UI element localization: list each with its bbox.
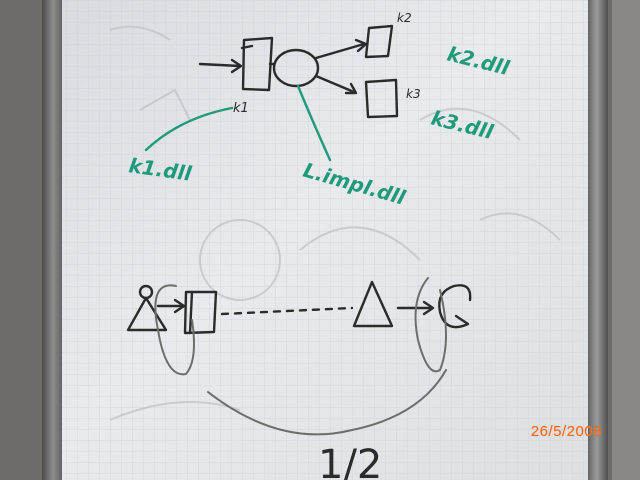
label-k2: k2	[397, 11, 412, 25]
flipchart-frame-right	[586, 0, 608, 480]
label-k3: k3	[406, 87, 421, 101]
page-number: 1/2	[318, 442, 382, 480]
label-k1: k1	[233, 101, 249, 116]
upper-diagram-labels: k1 k2 k3	[233, 11, 421, 116]
show-through-marks	[109, 25, 561, 421]
flipchart-paper	[62, 0, 588, 480]
upper-component-diagram	[198, 24, 399, 119]
gray-loop-strokes	[154, 277, 447, 436]
flipchart-frame-left	[42, 0, 64, 480]
green-ink-strokes	[144, 84, 332, 162]
date-stamp: 26/5/2008	[530, 423, 602, 440]
